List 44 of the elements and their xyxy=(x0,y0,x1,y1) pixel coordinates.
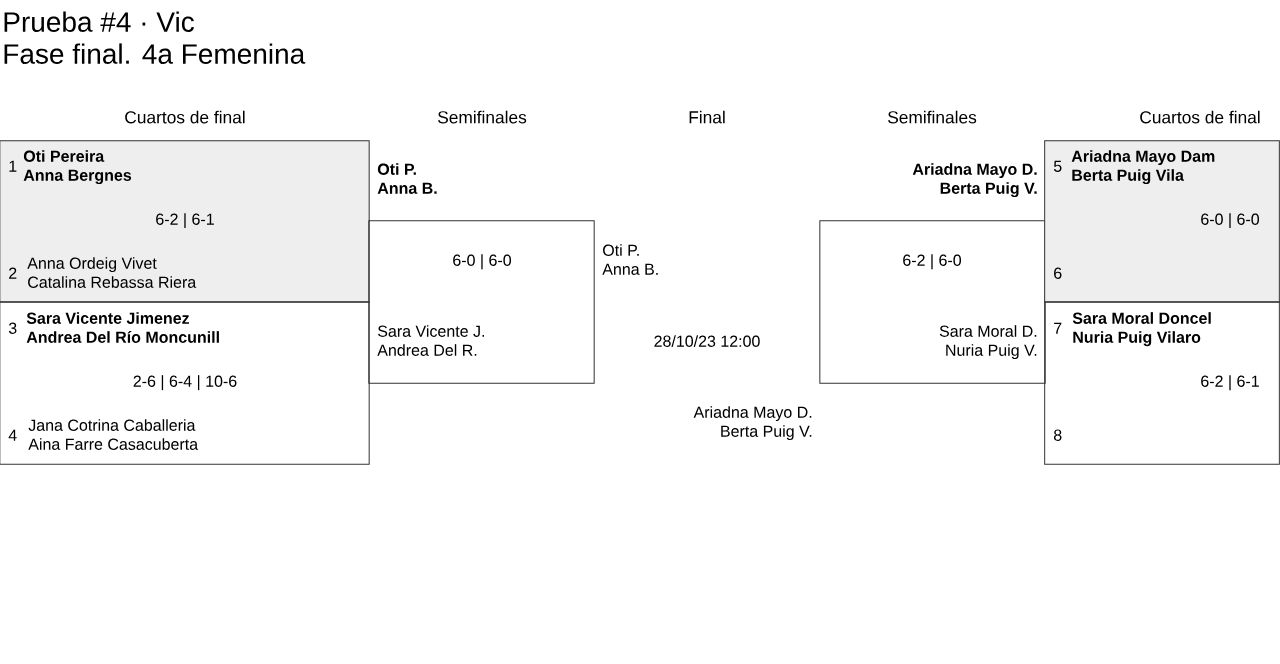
player-name: Berta Puig V. xyxy=(940,182,1037,198)
match-score: 6-0 | 6-0 xyxy=(453,254,512,270)
player-name: Aina Farre Casacuberta xyxy=(28,438,199,450)
title: Prueba #4 · Vic xyxy=(4,11,194,32)
subtitle: Fase final. 4a Femenina xyxy=(4,43,306,64)
final-text: 28/10/23 12:00 xyxy=(654,335,760,347)
player-name: Sara Moral Doncel xyxy=(1072,312,1211,324)
round-header: Final xyxy=(689,110,725,124)
final-text: Ariadna Mayo D. xyxy=(693,406,812,422)
seed-number: 1 xyxy=(9,160,17,172)
player-name: Oti P. xyxy=(377,163,416,175)
player-name: Andrea Del R. xyxy=(377,344,477,356)
player-name: Nuria Puig Vilaro xyxy=(1073,331,1201,347)
player-name: Anna Ordeig Vivet xyxy=(27,257,157,273)
seed-number: 7 xyxy=(1054,322,1062,334)
player-name: Anna B. xyxy=(377,182,437,194)
player-name: Sara Vicente Jimenez xyxy=(26,312,189,324)
seed-number: 3 xyxy=(8,322,17,334)
match-score: 2-6 | 6-4 | 10-6 xyxy=(133,375,237,391)
match-score: 6-2 | 6-0 xyxy=(903,254,962,270)
player-name: Sara Vicente J. xyxy=(378,325,484,337)
player-name: Catalina Rebassa Riera xyxy=(28,276,197,288)
seed-number: 6 xyxy=(1054,267,1062,279)
match-score: 6-2 | 6-1 xyxy=(156,213,214,229)
match-score: 6-0 | 6-0 xyxy=(1201,213,1260,229)
seed-number: 4 xyxy=(8,429,17,441)
player-name: Berta Puig Vila xyxy=(1072,169,1184,185)
round-header: Semifinales xyxy=(888,110,977,124)
final-text: Berta Puig V. xyxy=(721,425,812,441)
round-header: Cuartos de final xyxy=(125,110,245,124)
match-score: 6-2 | 6-1 xyxy=(1201,375,1259,391)
seed-number: 2 xyxy=(9,267,17,279)
player-name: Andrea Del Río Moncunill xyxy=(26,331,219,343)
round-header: Cuartos de final xyxy=(1140,110,1260,124)
round-header: Semifinales xyxy=(438,110,527,124)
player-name: Sara Moral D. xyxy=(939,325,1037,337)
player-name: Ariadna Mayo Dam xyxy=(1071,150,1215,166)
player-name: Nuria Puig V. xyxy=(946,344,1037,360)
seed-number: 8 xyxy=(1053,429,1062,441)
player-name: Jana Cotrina Caballeria xyxy=(28,419,196,431)
seed-number: 5 xyxy=(1053,160,1062,172)
player-name: Ariadna Mayo D. xyxy=(912,163,1037,179)
player-name: Anna Bergnes xyxy=(23,169,132,185)
player-name: Oti Pereira xyxy=(23,150,105,162)
